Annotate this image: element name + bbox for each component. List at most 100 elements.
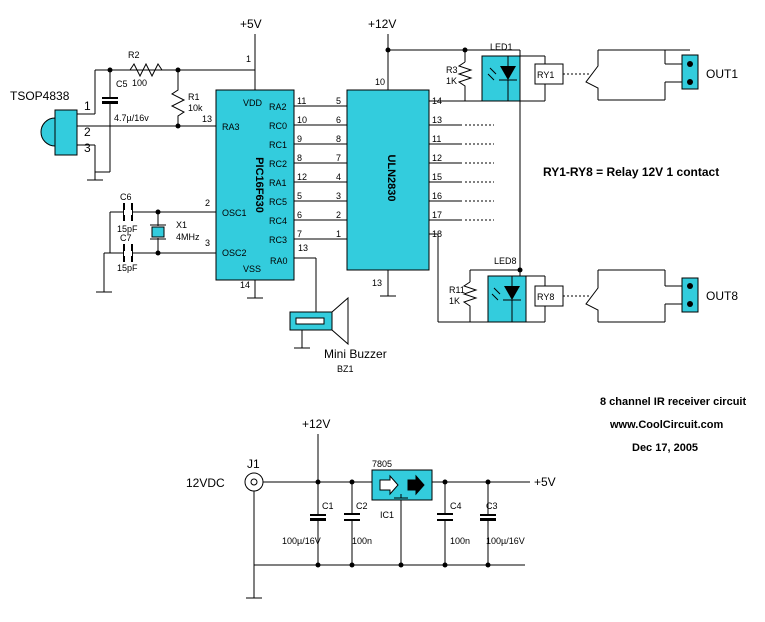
regulator-label: 7805 — [372, 459, 392, 469]
c2-value: 100n — [352, 536, 372, 546]
r3-value: 1K — [446, 76, 457, 86]
pic-port-label: RC5 — [269, 197, 287, 207]
junction — [517, 267, 523, 273]
c2-label: C2 — [356, 501, 368, 511]
r11-value: 1K — [449, 296, 460, 306]
pic-name: PIC16F630 — [253, 157, 265, 213]
out1-terminal — [681, 54, 699, 90]
c6-gap — [124, 210, 132, 215]
uln-out-pin: 15 — [432, 172, 442, 182]
ir-receiver-body — [54, 109, 78, 156]
c5-value: 4.7µ/16v — [114, 113, 149, 123]
pic-vdd-pin: 1 — [246, 54, 251, 64]
uln-in-pin: 3 — [336, 191, 341, 201]
pic-port-label: RC3 — [269, 235, 287, 245]
x1-crystal — [151, 226, 165, 238]
led8-ray — [493, 287, 501, 295]
regulator-output-arrow — [407, 474, 425, 496]
pic-ra3-pin: 13 — [202, 114, 212, 124]
pic-ra0-pin: 13 — [298, 243, 308, 253]
pic-osc1: OSC1 — [222, 208, 247, 218]
junction — [485, 562, 491, 568]
c5-label: C5 — [116, 79, 128, 89]
ir-receiver-lens — [40, 117, 56, 147]
uln-in-pin: 4 — [336, 172, 341, 182]
c3-plate-bottom — [480, 518, 496, 521]
r2-resistor — [129, 62, 163, 78]
relay1-label: RY1 — [537, 70, 554, 80]
pic-osc2: OSC2 — [222, 248, 247, 258]
uln-in-pin: 7 — [336, 153, 341, 163]
out1-terminal-pin — [687, 61, 693, 67]
led8-ray — [491, 293, 499, 301]
pic-pin-number: 9 — [297, 134, 302, 144]
junction — [155, 250, 161, 256]
r3-label: R3 — [446, 65, 458, 75]
c7-gap — [124, 251, 132, 256]
led1-ray — [487, 73, 495, 81]
pic-vdd: VDD — [243, 98, 263, 108]
junction — [349, 479, 355, 485]
r11-resistor — [462, 281, 478, 322]
c6-value: 15pF — [117, 224, 138, 234]
uln-pin-bottom: 13 — [372, 278, 382, 288]
c4-label: C4 — [450, 501, 462, 511]
buzzer-ref: BZ1 — [337, 364, 354, 374]
junction — [398, 562, 404, 568]
uln-chip — [346, 89, 430, 271]
out1-terminal-pin — [687, 79, 693, 85]
j1-jack-center — [250, 478, 258, 486]
relay8-label: RY8 — [537, 292, 554, 302]
relay-note: RY1-RY8 = Relay 12V 1 contact — [543, 165, 719, 179]
uln-in-pin: 8 — [336, 134, 341, 144]
junction — [155, 209, 161, 215]
input-label: 12VDC — [186, 476, 225, 490]
pic-pin-number: 7 — [297, 229, 302, 239]
out8-terminal-pin — [687, 301, 693, 307]
buzzer-label: Mini Buzzer — [324, 347, 387, 361]
pic-pin-number: 11 — [297, 96, 306, 106]
junction — [385, 47, 391, 53]
r11-label: R11 — [449, 285, 465, 295]
x1-label: X1 — [176, 220, 187, 230]
out1-label: OUT1 — [706, 67, 738, 81]
junction — [442, 562, 448, 568]
pic-port-label: RC0 — [269, 121, 287, 131]
uln-out-pin: 11 — [432, 134, 441, 144]
junction — [442, 479, 448, 485]
c4-value: 100n — [450, 536, 470, 546]
c5-plate-bottom — [102, 101, 118, 104]
c7-label: C7 — [120, 233, 132, 243]
c1-label: C1 — [322, 501, 334, 511]
junction — [462, 47, 468, 53]
uln-in-pin: 2 — [336, 210, 341, 220]
regulator-input-arrow — [379, 474, 399, 496]
psu-12v-label: +12V — [302, 417, 330, 431]
buzzer-element — [295, 317, 325, 325]
uln-in-pin: 6 — [336, 115, 341, 125]
pic-pin-number: 10 — [297, 115, 307, 125]
psu-5v-label: +5V — [534, 475, 556, 489]
pic-pin-number: 8 — [297, 153, 302, 163]
c6-label: C6 — [120, 192, 132, 202]
junction — [349, 562, 355, 568]
uln-out-pin: 12 — [432, 153, 442, 163]
out8-terminal — [681, 277, 699, 313]
uln-pin-top: 10 — [375, 77, 385, 87]
c3-value: 100µ/16V — [486, 536, 525, 546]
led1-box — [481, 55, 521, 102]
uln-in-pin: 5 — [336, 96, 341, 106]
c3-label: C3 — [486, 501, 498, 511]
date: Dec 17, 2005 — [632, 442, 698, 454]
pic-vss-pin: 14 — [240, 280, 250, 290]
junction — [485, 479, 491, 485]
buzzer-horn — [331, 296, 349, 346]
junction — [315, 562, 321, 568]
uln-out-pin: 16 — [432, 191, 442, 201]
r1-resistor — [170, 70, 186, 126]
pic-vss: VSS — [243, 264, 261, 274]
ir-pin2: 2 — [84, 125, 91, 139]
